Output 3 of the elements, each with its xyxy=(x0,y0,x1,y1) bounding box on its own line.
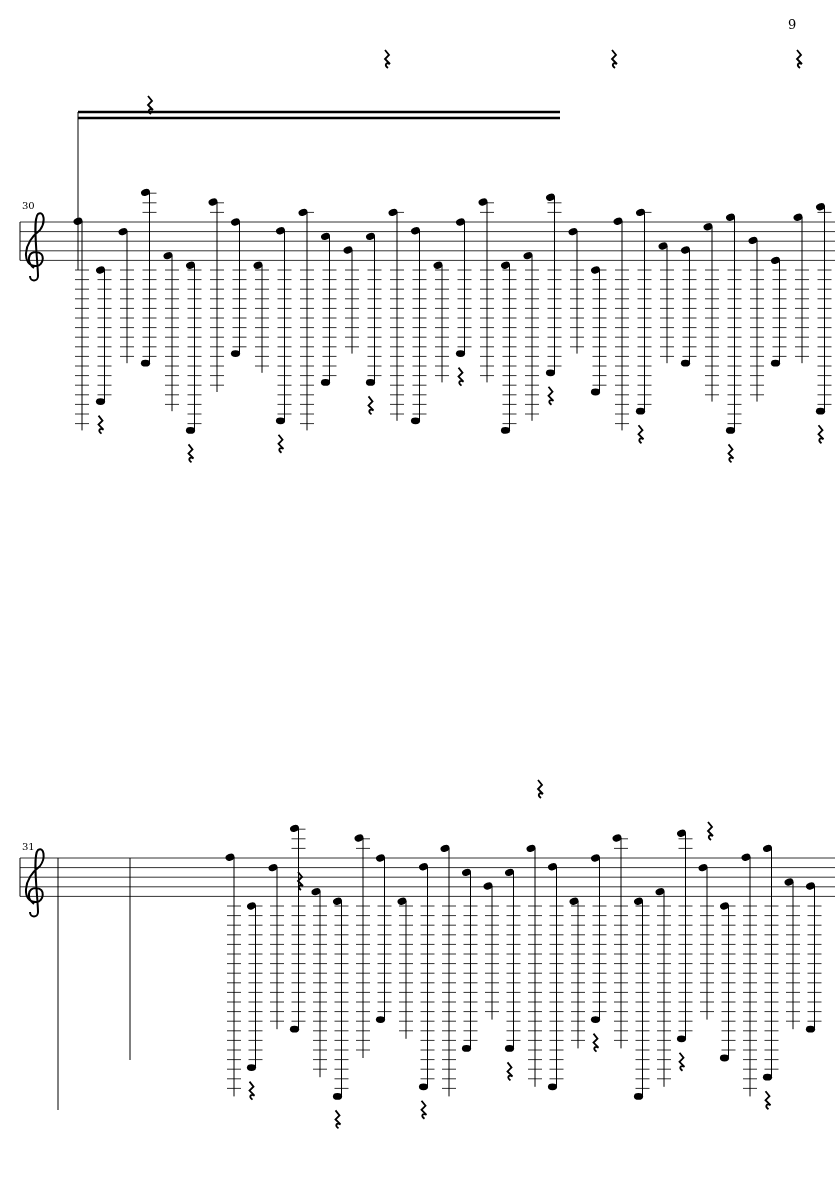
measure-number: 30 xyxy=(22,201,35,211)
page-number: 9 xyxy=(788,18,797,31)
measure-number: 31 xyxy=(22,842,35,852)
